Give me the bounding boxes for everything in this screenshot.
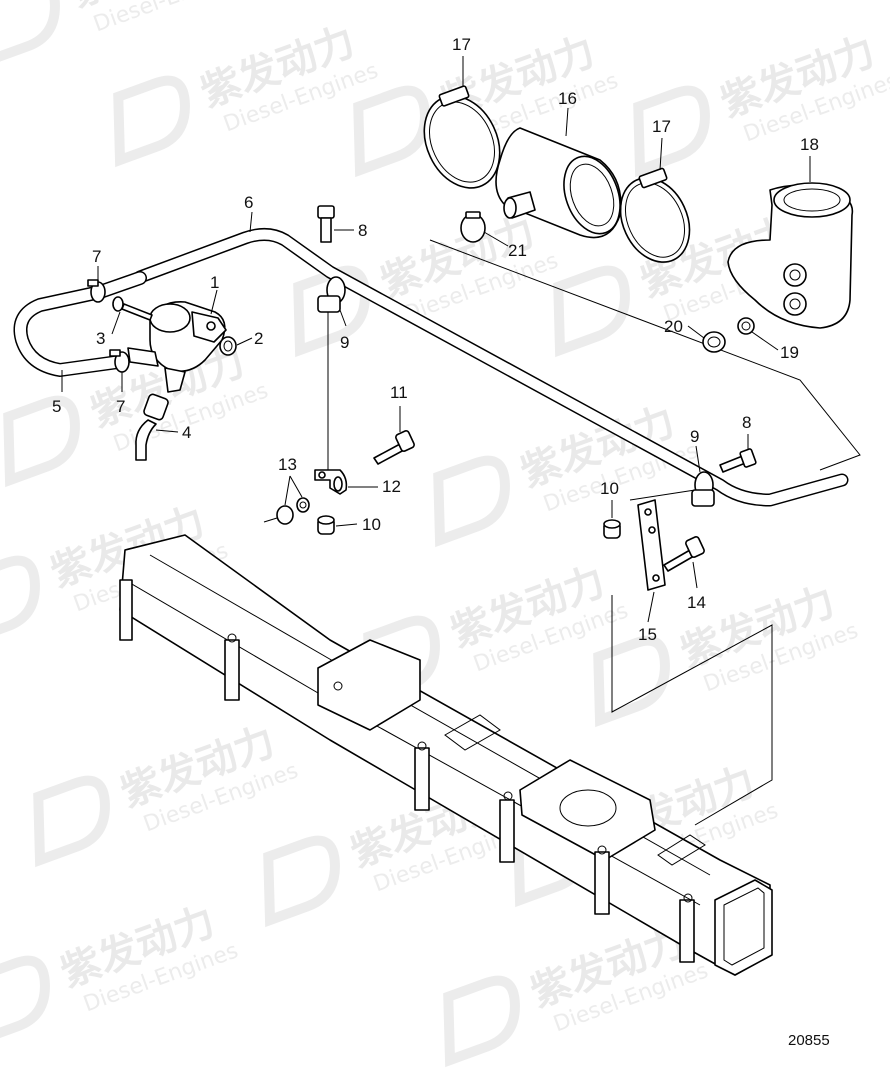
callout-4: 4 [182,423,191,442]
callout-16: 16 [558,89,577,108]
hose-clamp-17-right [619,167,691,263]
watermark-logo-icon [113,75,190,168]
watermark-logo-icon [433,455,510,548]
clamp-21 [460,211,486,243]
callout-19: 19 [780,343,799,362]
tube-16 [495,127,622,239]
callout-9-left: 9 [340,333,349,352]
callouts: 1 2 3 4 5 6 7 7 8 8 9 9 10 10 11 12 13 1… [52,35,819,644]
callout-18: 18 [800,135,819,154]
bolt-8-top [317,205,335,243]
hose-5 [13,271,147,377]
valve-body-1 [127,301,227,393]
callout-8-top: 8 [358,221,367,240]
callout-15: 15 [638,625,657,644]
watermark-logo-icon [0,555,40,648]
nuts-13 [276,497,310,525]
callout-17-right: 17 [652,117,671,136]
clamp-9-left [317,276,346,313]
callout-14: 14 [687,593,706,612]
hose-clamp-7-bottom [109,349,130,373]
watermark-logo-icon [0,955,50,1048]
callout-10-left: 10 [362,515,381,534]
callout-21: 21 [508,241,527,260]
watermark-logo-icon [443,975,520,1068]
spacer-10-left [317,515,335,535]
bracket-15 [637,499,666,591]
reference-lines [327,239,861,826]
washer-19 [737,317,755,335]
callout-13: 13 [278,455,297,474]
callout-9-right: 9 [690,427,699,446]
watermark-logo-icon [353,85,430,178]
watermark-logo-icon [593,635,670,728]
watermark: 紫发动力 Diesel-Engines [0,898,242,1048]
callout-7-bottom: 7 [116,397,125,416]
union-4 [135,393,169,461]
pipe-assembly [133,228,849,507]
callout-12: 12 [382,477,401,496]
callout-11: 11 [390,383,408,402]
watermark-logo-icon [263,835,340,928]
callout-17-left: 17 [452,35,471,54]
hose-clamp-17-left [423,85,501,189]
clamp-9-right [691,471,715,507]
watermark-logo-icon [0,0,60,68]
callout-3: 3 [96,329,105,348]
watermark-logo-icon [553,265,630,358]
callout-5: 5 [52,397,61,416]
exhaust-manifold [119,534,773,976]
callout-1: 1 [210,273,219,292]
watermark-logo-icon [3,395,80,488]
watermark: 紫发动力 Diesel-Engines [0,0,252,68]
watermark-logo-icon [33,775,110,868]
bolt-8-right [719,448,757,473]
watermark-logo-icon [633,85,710,178]
callout-8-right: 8 [742,413,751,432]
washer-2 [219,336,237,356]
watermark: 紫发动力 Diesel-Engines [633,28,890,178]
plug-20 [702,331,726,353]
callout-6: 6 [244,193,253,212]
callout-20: 20 [664,317,683,336]
watermark-en: Diesel-Engines [90,0,251,37]
spacer-10-right [603,519,621,539]
callout-leaders [61,56,811,623]
elbow-18 [727,182,854,329]
callout-7-top: 7 [92,247,101,266]
drawing-number: 20855 [788,1032,830,1049]
callout-2: 2 [254,329,263,348]
callout-10-right: 10 [600,479,619,498]
watermark: 紫发动力 Diesel-Engines [33,718,302,868]
bolt-14 [663,536,705,572]
bracket-12 [314,469,348,495]
watermark: 紫发动力 Diesel-Engines [113,18,382,168]
bolt-11 [373,430,415,465]
bolt-3 [112,296,153,321]
